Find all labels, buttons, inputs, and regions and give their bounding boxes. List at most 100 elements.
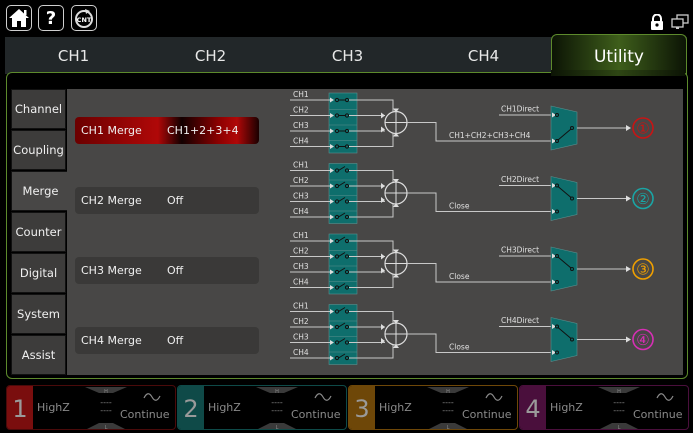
input-label: CH1 (293, 231, 309, 240)
input-label: CH2 (293, 317, 309, 326)
channel-4-status-card[interactable]: 4 HighZ H ---- ---- L Continue (519, 385, 689, 430)
channel-impedance: HighZ (379, 401, 412, 414)
help-button[interactable]: ? (38, 5, 64, 31)
ch4-merge-setting[interactable]: CH4 Merge Off (75, 327, 259, 354)
input-label: CH3 (293, 192, 309, 201)
input-label: CH4 (293, 137, 309, 146)
ch1-merge-label: CH1 Merge (81, 124, 142, 137)
sidebar-item-channel[interactable]: Channel (11, 89, 66, 129)
input-label: CH3 (293, 333, 309, 342)
sum-label: Close (449, 272, 470, 281)
sine-wave-icon (314, 393, 332, 401)
sidebar-item-merge[interactable]: Merge (11, 171, 69, 211)
input-label: CH2 (293, 176, 309, 185)
output-4-icon (632, 328, 654, 351)
channel-2-status-card[interactable]: 2 HighZ H ---- ---- L Continue (177, 385, 347, 430)
svg-text:L: L (447, 425, 450, 430)
channel-1-status-card[interactable]: 1 HighZ H ---- ---- L Continue (6, 385, 176, 430)
svg-text:----: ---- (271, 406, 283, 415)
channel-impedance: HighZ (37, 401, 70, 414)
svg-text:----: ---- (442, 406, 454, 415)
input-label: CH2 (293, 106, 309, 115)
output-1-icon (632, 117, 654, 139)
ch3-merge-setting[interactable]: CH3 Merge Off (75, 257, 259, 284)
sum-label: CH1+CH2+CH3+CH4 (449, 131, 531, 140)
output-number: ① (636, 120, 649, 138)
channel-status-bar: 1 HighZ H ---- ---- L Continue 2 HighZ H… (0, 382, 693, 433)
channel-number: 1 (7, 386, 33, 429)
output-number: ③ (636, 261, 649, 279)
channel-number: 2 (178, 386, 204, 429)
merge-routing-diagram: CH1CH2CH3CH4CH1+CH2+CH3+CH4CH1Direct①CH1… (290, 90, 654, 365)
tab-ch1[interactable]: CH1 (57, 46, 90, 65)
ch2-merge-setting[interactable]: CH2 Merge Off (75, 187, 259, 214)
sidebar-item-assist[interactable]: Assist (11, 335, 66, 375)
channel-mode: Continue (291, 408, 341, 421)
channel-number: 3 (349, 386, 375, 429)
svg-text:H: H (446, 389, 450, 395)
input-label: CH1 (293, 90, 309, 99)
ch1-merge-value: CH1+2+3+4 (167, 124, 239, 137)
tab-ch4[interactable]: CH4 (467, 46, 500, 65)
svg-text:L: L (276, 425, 279, 430)
level-high-low-indicator: H ---- ---- L (85, 387, 127, 430)
output-2-icon (632, 187, 654, 210)
svg-text:H: H (104, 389, 108, 395)
ch1-merge-setting[interactable]: CH1 Merge CH1+2+3+4 (75, 117, 259, 144)
home-button[interactable] (6, 5, 32, 31)
svg-text:----: ---- (271, 398, 283, 407)
top-bar: ? CNT (0, 0, 693, 36)
svg-text:L: L (105, 425, 108, 430)
main-tab-bar: CH1 CH2 CH3 CH4 Utility (5, 34, 687, 82)
input-label: CH4 (293, 348, 309, 357)
direct-label: CH2Direct (501, 175, 539, 184)
ch2-merge-value: Off (167, 194, 184, 207)
counter-button[interactable]: CNT (71, 5, 97, 31)
mux-icon (550, 317, 578, 362)
home-icon (9, 9, 29, 27)
utility-sidebar: Channel Coupling Merge Counter Digital S… (11, 89, 69, 375)
input-label: CH1 (293, 302, 309, 311)
channel-impedance: HighZ (550, 401, 583, 414)
merge-content: CH1 Merge CH1+2+3+4 CH2 Merge Off CH3 Me… (67, 89, 683, 375)
mux-icon (550, 176, 578, 221)
ch4-merge-label: CH4 Merge (81, 334, 142, 347)
sine-wave-icon (143, 393, 161, 401)
mux-icon (550, 105, 578, 151)
ch2-merge-label: CH2 Merge (81, 194, 142, 207)
svg-text:----: ---- (100, 398, 112, 407)
input-label: CH4 (293, 207, 309, 216)
channel-3-status-card[interactable]: 3 HighZ H ---- ---- L Continue (348, 385, 518, 430)
svg-text:----: ---- (613, 398, 625, 407)
channel-mode: Continue (120, 408, 170, 421)
ch4-merge-value: Off (167, 334, 184, 347)
sidebar-item-coupling[interactable]: Coupling (11, 130, 66, 170)
sum-label: Close (449, 343, 470, 352)
level-high-low-indicator: H ---- ---- L (256, 387, 298, 430)
mux-icon (550, 246, 578, 292)
input-label: CH3 (293, 262, 309, 271)
tab-ch3[interactable]: CH3 (331, 46, 364, 65)
svg-text:H: H (275, 389, 279, 395)
counter-icon: CNT (75, 9, 93, 28)
input-label: CH1 (293, 161, 309, 170)
input-label: CH4 (293, 278, 309, 287)
remote-display-icon[interactable] (671, 14, 689, 30)
sidebar-item-digital[interactable]: Digital (11, 253, 66, 293)
direct-label: CH1Direct (501, 105, 539, 114)
channel-mode: Continue (633, 408, 683, 421)
sidebar-item-system[interactable]: System (11, 294, 66, 334)
sine-wave-icon (656, 393, 674, 401)
output-number: ② (636, 190, 649, 208)
svg-text:CNT: CNT (77, 16, 92, 24)
help-icon: ? (45, 7, 57, 29)
direct-label: CH4Direct (501, 316, 539, 325)
svg-text:H: H (617, 389, 621, 395)
tab-ch2[interactable]: CH2 (194, 46, 227, 65)
channel-mode: Continue (462, 408, 512, 421)
sidebar-item-counter[interactable]: Counter (11, 212, 66, 252)
